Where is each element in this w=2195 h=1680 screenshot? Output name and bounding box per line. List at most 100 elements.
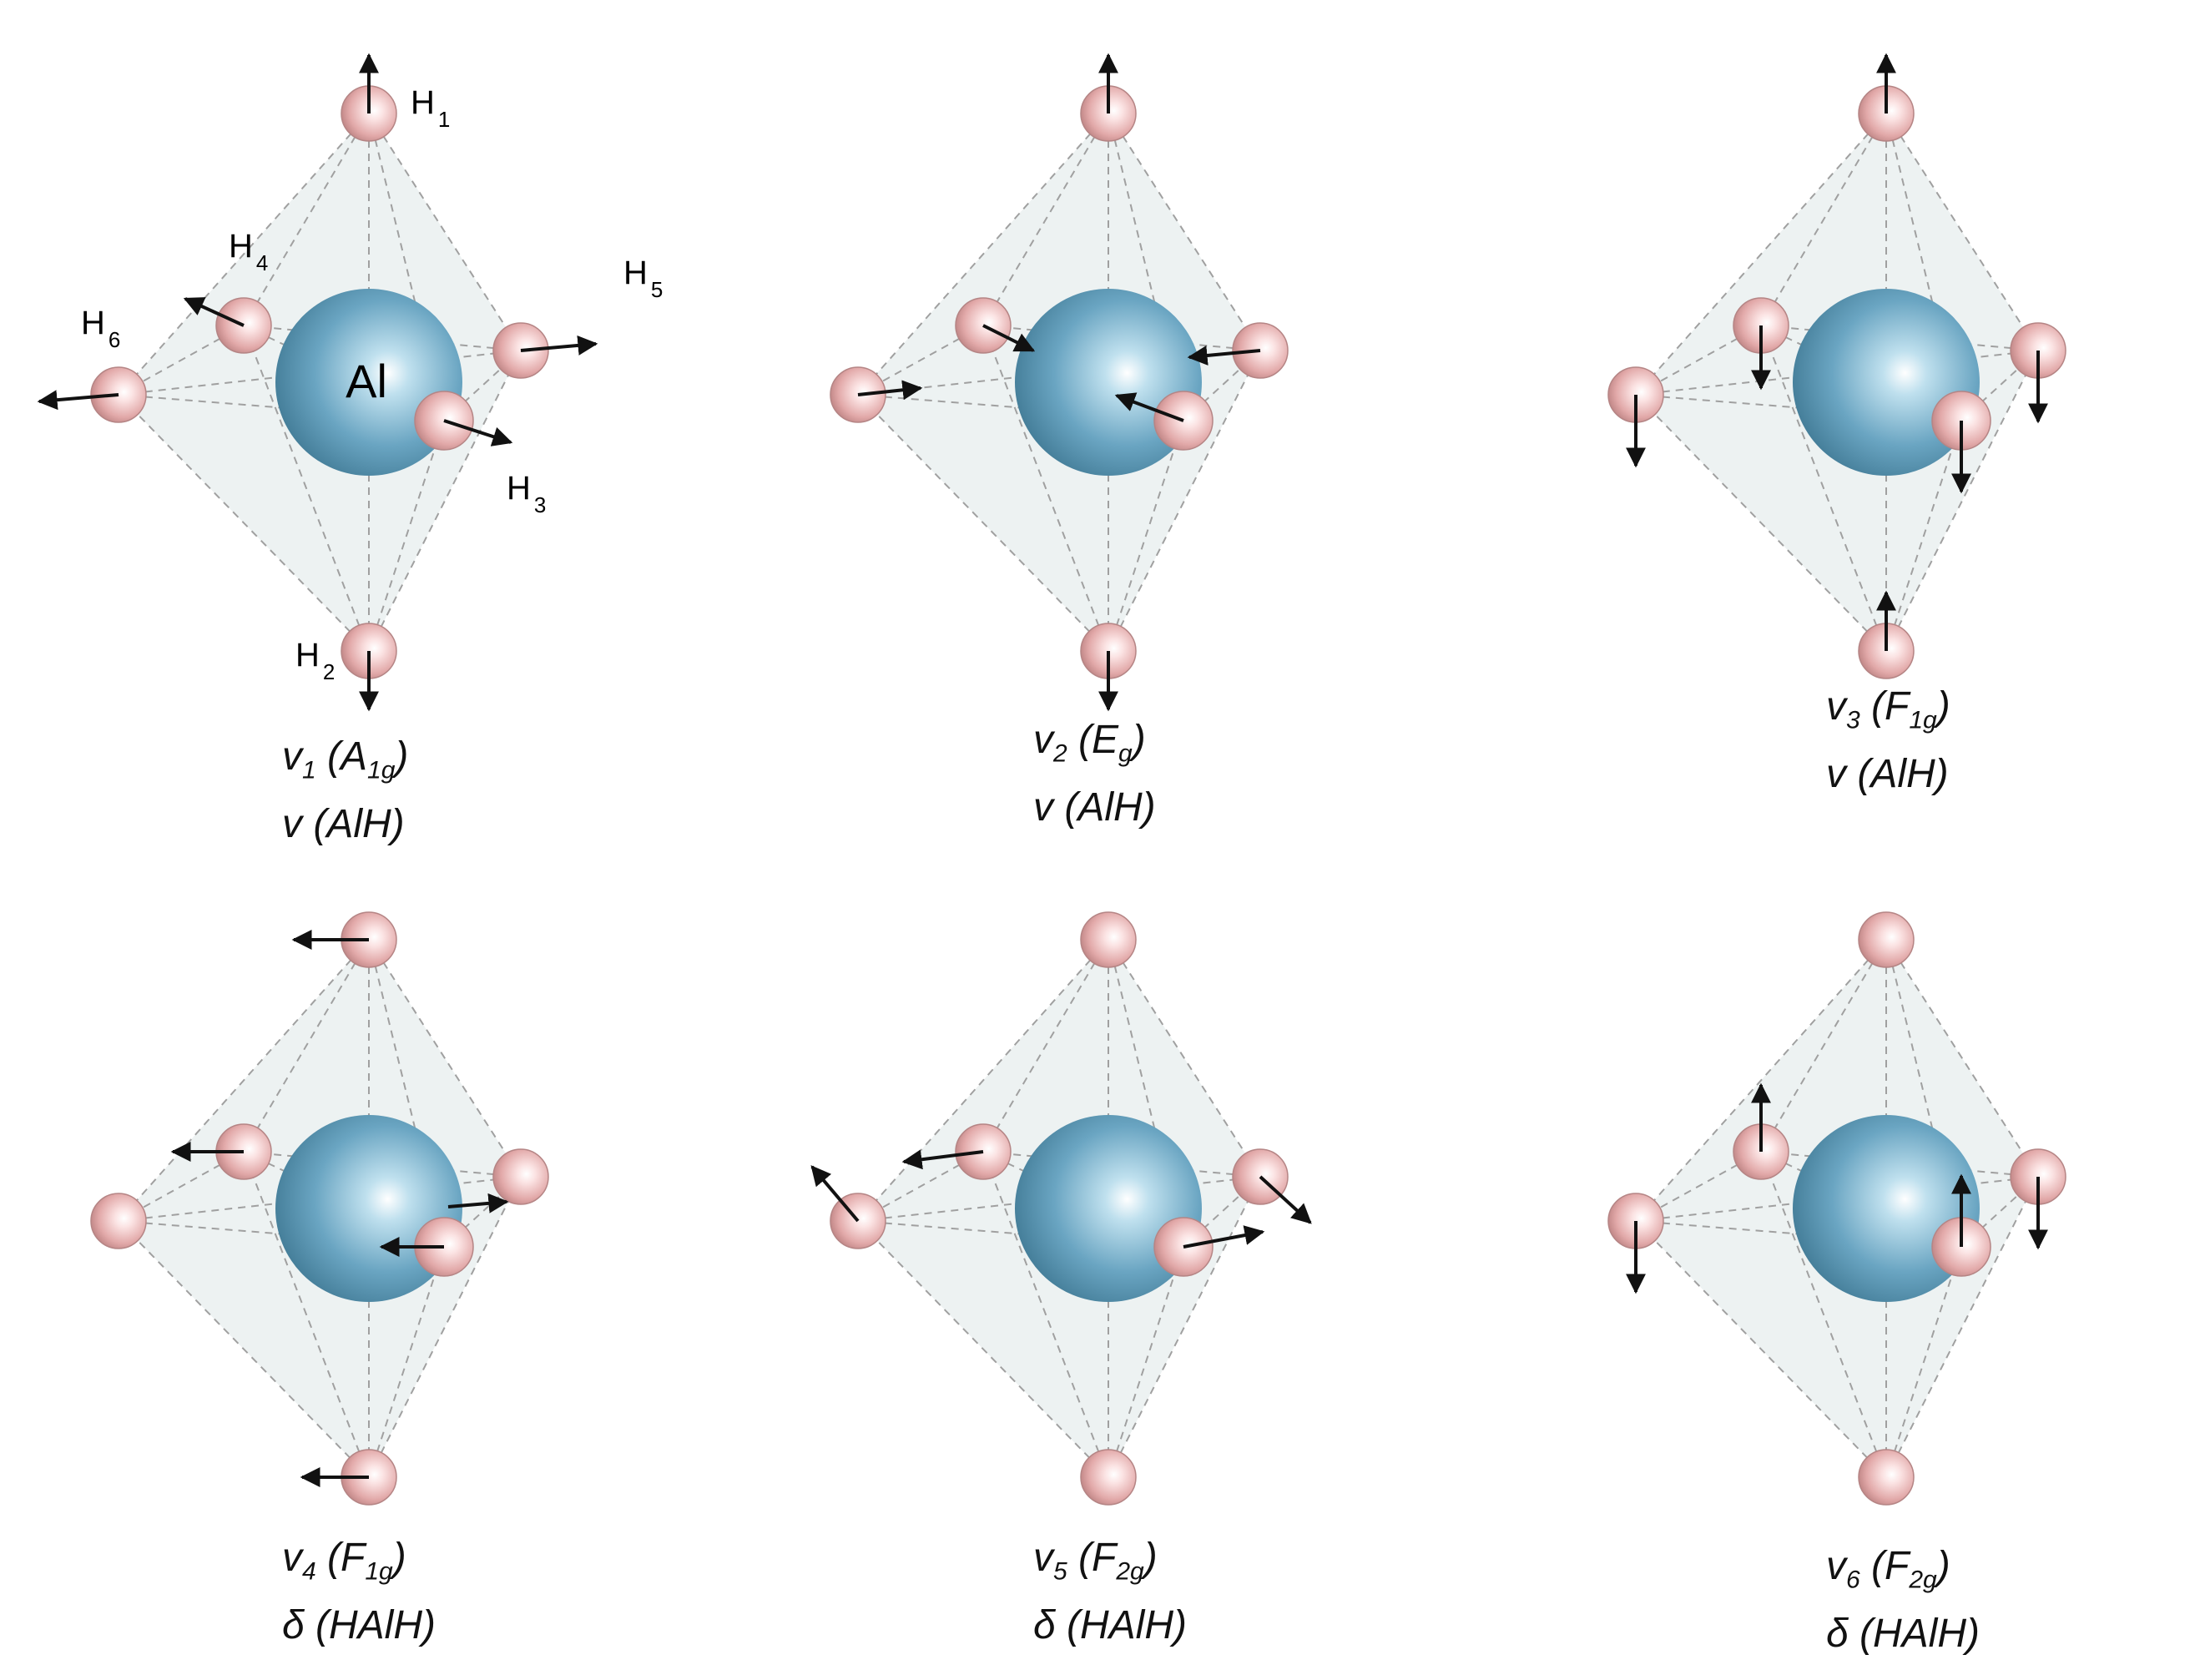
mode-label-v5: v5 (F2g) δ (HAlH) <box>1033 1531 1187 1652</box>
octahedron-face <box>1886 114 2038 421</box>
mode-label-v1: v1 (A1g) v (AlH) <box>282 730 408 851</box>
octahedron-edge <box>368 939 522 1178</box>
octahedron-edge <box>1635 1220 1887 1478</box>
octahedron-face <box>1761 114 2038 351</box>
octahedron-edge <box>118 1220 370 1478</box>
octahedron-edge <box>243 1151 370 1478</box>
displacement-arrow <box>1187 346 1261 366</box>
octahedron-v5 <box>810 911 1312 1506</box>
mode-motion: v (AlH) <box>1826 751 1949 796</box>
hydrogen-atom-h1 <box>1858 911 1915 968</box>
octahedron-edge <box>1885 1176 2039 1478</box>
octahedron-v6 <box>1607 911 2066 1506</box>
mode-symmetry: v6 (F2g) <box>1826 1544 1950 1594</box>
octahedron-edge <box>368 350 522 652</box>
octahedron-edge <box>1108 420 1184 652</box>
octahedron-face <box>244 114 521 351</box>
octahedron-face <box>1108 940 1260 1247</box>
octahedron-edge <box>982 939 1109 1153</box>
octahedron-edge <box>243 939 370 1153</box>
octahedron-v3 <box>1607 53 2066 679</box>
octahedron-edge <box>857 1151 984 1222</box>
mode-symmetry: v5 (F2g) <box>1033 1536 1158 1586</box>
octahedron-edge <box>982 113 1109 326</box>
octahedron-edge <box>118 394 370 652</box>
octahedron-face <box>119 325 369 651</box>
octahedron-face <box>1636 1152 1886 1477</box>
displacement-arrow <box>810 1165 860 1223</box>
octahedron-edge <box>118 1151 245 1222</box>
octahedron-edge <box>1885 420 1962 652</box>
octahedron-edge <box>368 113 522 351</box>
octahedron-edge <box>1885 939 2039 1178</box>
octahedron-edge <box>368 1246 445 1478</box>
octahedron-edge <box>118 325 245 396</box>
octahedron-face <box>983 114 1260 351</box>
mode-motion: δ (HAlH) <box>282 1602 436 1647</box>
octahedron-edge <box>1885 350 2039 652</box>
hydrogen-atom-h2 <box>1080 1449 1137 1506</box>
octahedron-edge <box>1760 113 1887 326</box>
mode-label-v3: v3 (F1g) v (AlH) <box>1826 680 1950 801</box>
octahedron-edge <box>1108 1176 1261 1478</box>
octahedron-face <box>369 114 521 421</box>
mode-motion: δ (HAlH) <box>1826 1611 1980 1656</box>
octahedron-edge <box>1635 939 1887 1222</box>
octahedron-face <box>119 1152 369 1477</box>
octahedron-edge <box>1108 939 1261 1178</box>
octahedron-edge <box>368 420 445 652</box>
octahedron-edge <box>368 1176 522 1478</box>
octahedron-edge <box>1885 113 2039 351</box>
octahedron-edge <box>982 1151 1109 1478</box>
displacement-arrow <box>443 419 513 446</box>
octahedron-edge <box>1635 394 1887 652</box>
hydrogen-atom-h6 <box>90 1193 147 1249</box>
displacement-arrow <box>183 297 245 327</box>
octahedron-edge <box>857 1220 1109 1478</box>
octahedron-edge <box>1885 1246 1962 1478</box>
octahedron-edge <box>1760 325 1887 652</box>
octahedron-edge <box>1760 1151 1887 1478</box>
mode-label-v2: v2 (Eg) v (AlH) <box>1033 714 1156 835</box>
octahedron-edge <box>857 113 1109 396</box>
displacement-arrow <box>857 380 923 401</box>
displacement-arrow <box>1114 392 1184 422</box>
octahedron-face <box>369 940 521 1247</box>
mode-symmetry: v2 (Eg) <box>1033 718 1146 768</box>
octahedron-edge <box>857 394 1109 652</box>
octahedron-edge <box>1635 325 1762 396</box>
octahedron-face <box>1886 940 2038 1247</box>
displacement-arrow <box>447 1193 509 1213</box>
octahedron-edge <box>982 325 1109 652</box>
mode-symmetry: v1 (A1g) <box>282 734 409 785</box>
displacement-arrow <box>1183 1225 1265 1249</box>
mode-motion: δ (HAlH) <box>1033 1602 1187 1647</box>
label-al: Al <box>346 355 387 407</box>
displacement-arrow <box>901 1149 984 1170</box>
octahedron-face <box>1108 114 1260 421</box>
octahedron-edge <box>1108 350 1261 652</box>
octahedron-face <box>1636 325 1886 651</box>
octahedron-face <box>983 940 1260 1177</box>
octahedron-edge <box>243 325 370 652</box>
octahedron-edge <box>118 113 370 396</box>
mode-symmetry: v4 (F1g) <box>282 1536 406 1586</box>
octahedron-edge <box>857 939 1109 1222</box>
mode-symmetry: v3 (F1g) <box>1826 684 1950 734</box>
mode-motion: v (AlH) <box>282 801 405 846</box>
mode-motion: v (AlH) <box>1033 785 1156 830</box>
octahedron-face <box>858 1152 1108 1477</box>
octahedron-v4 <box>90 911 549 1506</box>
octahedron-edge <box>243 113 370 326</box>
displacement-arrow <box>520 335 598 356</box>
octahedron-edge <box>1108 1246 1184 1478</box>
mode-label-v4: v4 (F1g) δ (HAlH) <box>282 1531 436 1652</box>
octahedron-face <box>244 940 521 1177</box>
displacement-arrow <box>1259 1175 1312 1224</box>
